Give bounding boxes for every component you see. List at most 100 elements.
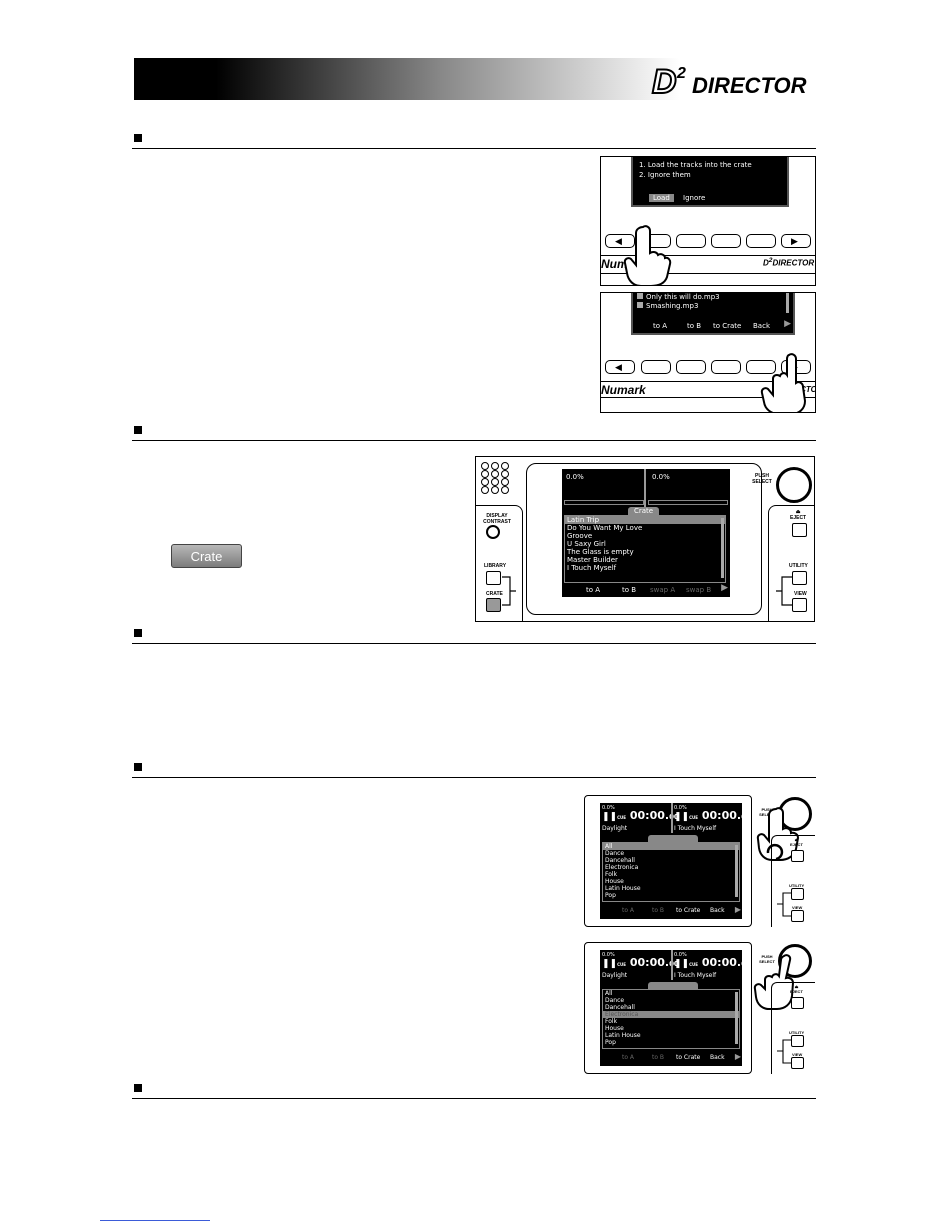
eject-label: ⏏EJECT	[790, 509, 807, 521]
list-item[interactable]: House	[605, 1025, 624, 1032]
display-contrast-knob[interactable]	[486, 525, 500, 539]
eject-button[interactable]	[791, 997, 804, 1009]
list-item[interactable]: Latin House	[605, 1032, 641, 1039]
left-arrow-button[interactable]: ◀	[605, 234, 635, 248]
scrollbar[interactable]	[786, 293, 789, 313]
view-button[interactable]	[791, 910, 804, 922]
deck-a-time: ❚❚CUE 00:00.00	[602, 809, 679, 822]
utility-button[interactable]	[792, 571, 807, 585]
pitch-a: 0.0%	[602, 805, 615, 811]
figure-genre-scroll: 0.0% ❚❚CUE 00:00.00 0.0% ❚❚CUE 00:00.00 …	[584, 795, 815, 927]
softkey-label-back: Back	[753, 322, 770, 330]
list-item[interactable]: Dancehall	[605, 1004, 635, 1011]
eject-button[interactable]	[791, 850, 804, 862]
softkey-4-button[interactable]	[746, 360, 776, 374]
list-item[interactable]: Latin Trip	[565, 516, 725, 524]
page-arrow-icon: ▶	[734, 905, 741, 914]
section-bullet	[134, 426, 142, 434]
eject-label: ⏏EJECT	[790, 837, 803, 847]
utility-button[interactable]	[791, 1035, 804, 1047]
deck-divider	[671, 803, 673, 833]
right-arrow-button[interactable]: ▶	[781, 234, 811, 248]
footer-link-underline	[100, 1220, 210, 1221]
scrollbar[interactable]	[735, 992, 738, 1044]
section-rule	[132, 777, 816, 778]
pitch-b: 0.0%	[674, 805, 687, 811]
list-item[interactable]: Pop	[605, 1039, 616, 1046]
bracket-icon	[777, 1039, 792, 1064]
utility-button[interactable]	[791, 888, 804, 900]
list-item[interactable]: Do You Want My Love	[567, 524, 643, 532]
list-item[interactable]: Master Builder	[567, 556, 618, 564]
view-label: VIEW	[792, 1052, 803, 1057]
list-item[interactable]: Electronica	[605, 864, 639, 871]
list-item[interactable]: Folk	[605, 1018, 618, 1025]
utility-label: UTILITY	[789, 563, 808, 569]
right-panel-outline	[771, 835, 815, 927]
softkey-1-button[interactable]	[641, 360, 671, 374]
push-select-label: PUSH SELECT	[752, 473, 772, 485]
list-item[interactable]: Pop	[605, 892, 616, 899]
pressing-hand-icon	[760, 353, 807, 412]
list-item[interactable]: All	[605, 990, 613, 997]
softkey-label-swap-a: swap A	[650, 586, 676, 594]
softkey-2-button[interactable]	[676, 360, 706, 374]
header-gradient-bar	[134, 58, 816, 100]
pitch-b: 0.0%	[652, 473, 670, 481]
prompt-line: 1. Load the tracks into the crate	[639, 161, 752, 169]
list-item[interactable]: Groove	[567, 532, 593, 540]
screen-bezel	[584, 942, 752, 1074]
softkey-4-button[interactable]	[746, 234, 776, 248]
softkey-label-swap-b: swap B	[686, 586, 712, 594]
crate-tab[interactable]: Crate	[628, 507, 660, 515]
list-item[interactable]: I Touch Myself	[567, 564, 617, 572]
list-item[interactable]: Dance	[605, 997, 625, 1004]
list-item[interactable]: Dancehall	[605, 857, 635, 864]
view-label: VIEW	[794, 591, 807, 597]
bracket-icon	[502, 576, 516, 606]
list-item[interactable]: Latin House	[605, 885, 641, 892]
panel-logo: D2DIRECTOR	[763, 257, 815, 268]
eject-icon: ⏏	[795, 509, 801, 515]
figure-file-browser: Only this will do.mp3 Smashing.mp3 to A …	[600, 292, 816, 413]
figure-genre-select: 0.0% ❚❚CUE 00:00.00 0.0% ❚❚CUE 00:00.00 …	[584, 942, 815, 1074]
panel-divider	[601, 273, 815, 274]
category-tab[interactable]	[648, 835, 698, 842]
list-item[interactable]: All	[603, 843, 739, 850]
list-item[interactable]: Dance	[605, 850, 625, 857]
d2-director-logo: D 2 DIRECTOR	[650, 60, 820, 102]
softkey-label-to-a: to A	[622, 1054, 635, 1061]
section-bullet	[134, 1084, 142, 1092]
view-button[interactable]	[792, 598, 807, 612]
view-button[interactable]	[791, 1057, 804, 1069]
scrollbar[interactable]	[721, 518, 724, 578]
list-item[interactable]: Folk	[605, 871, 618, 878]
list-item[interactable]: U Saxy Girl	[567, 540, 606, 548]
section-rule	[132, 1098, 816, 1099]
right-panel-outline	[768, 505, 814, 621]
screen-bezel	[524, 457, 766, 621]
softkey-2-button[interactable]	[676, 234, 706, 248]
numark-brand: Num	[601, 257, 628, 271]
scrollbar[interactable]	[735, 845, 738, 897]
left-arrow-button[interactable]: ◀	[605, 360, 635, 374]
svg-text:2: 2	[676, 65, 686, 82]
softkey-label-to-b: to B	[652, 907, 665, 914]
category-tab[interactable]	[648, 982, 698, 989]
list-item[interactable]: The Glass is empty	[567, 548, 634, 556]
page-arrow-icon: ▶	[721, 583, 728, 593]
crate-hw-button[interactable]	[486, 598, 501, 612]
softkey-3-button[interactable]	[711, 234, 741, 248]
softkey-label-to-a: to A	[622, 907, 635, 914]
eject-button[interactable]	[792, 523, 807, 537]
list-item[interactable]: House	[605, 878, 624, 885]
deck-a-track: Daylight	[602, 825, 628, 832]
pause-icon: ❚❚	[602, 959, 618, 969]
library-button[interactable]	[486, 571, 501, 585]
list-item[interactable]: Electronica	[603, 1011, 739, 1018]
softkey-label-back: Back	[710, 1054, 725, 1061]
softkey-3-button[interactable]	[711, 360, 741, 374]
pause-icon: ❚❚	[674, 959, 690, 969]
push-select-knob[interactable]	[776, 467, 812, 503]
eject-label: ⏏EJECT	[790, 984, 803, 994]
